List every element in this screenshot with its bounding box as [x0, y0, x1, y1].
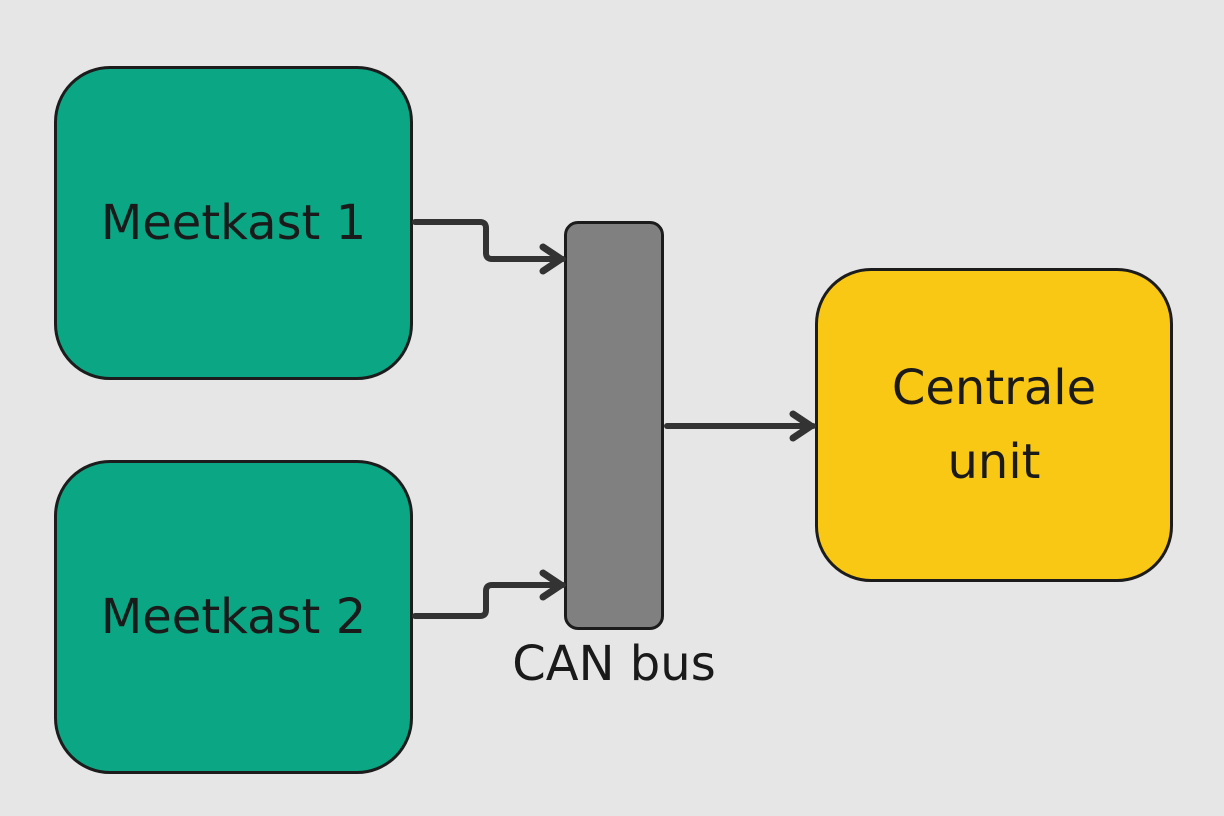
meetkast-2-label: Meetkast 2: [100, 589, 367, 645]
central-unit-label: Centrale unit: [891, 360, 1097, 490]
edge-meetkast-1-to-bus: [412, 219, 566, 262]
central-unit-node: Centrale unit: [815, 268, 1173, 582]
edge-meetkast-2-to-bus: [412, 582, 566, 619]
meetkast-1-label: Meetkast 1: [100, 195, 367, 251]
meetkast-2-node: Meetkast 2: [54, 460, 413, 774]
arrowhead-meetkast-2: [539, 569, 565, 601]
arrowhead-central-unit: [789, 410, 815, 442]
can-bus-label: CAN bus: [512, 636, 716, 692]
can-bus-block: [564, 221, 664, 630]
meetkast-1-node: Meetkast 1: [54, 66, 413, 380]
arrowhead-meetkast-1: [539, 243, 565, 275]
